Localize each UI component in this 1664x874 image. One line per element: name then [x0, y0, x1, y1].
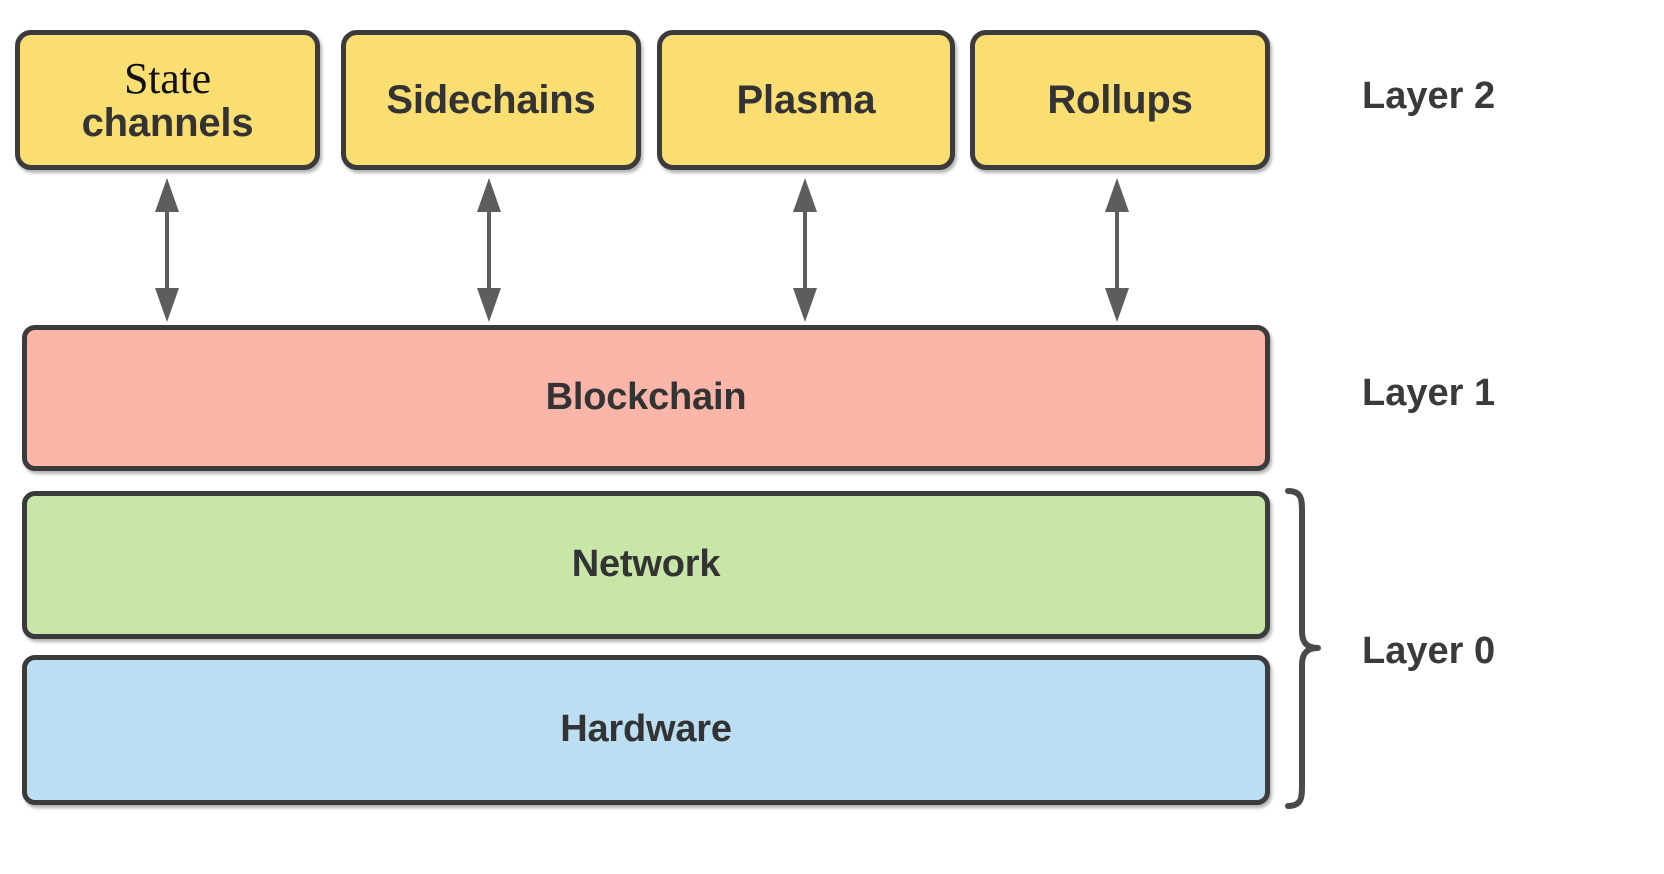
layer0-bar-label: Hardware [560, 708, 732, 751]
layer0-bar-hardware[interactable]: Hardware [22, 655, 1270, 805]
layer2-card-state-channels[interactable]: State channels [15, 30, 320, 170]
double-arrow-sidechains-to-blockchain [477, 178, 501, 322]
layer2-card-label: Plasma [736, 78, 876, 122]
layer0-caption: Layer 0 [1362, 630, 1496, 672]
layer0-bar-label: Network [571, 543, 721, 586]
layer2-card-sidechains[interactable]: Sidechains [341, 30, 641, 170]
layer2-card-plasma[interactable]: Plasma [657, 30, 955, 170]
layer2-card-rollups[interactable]: Rollups [970, 30, 1270, 170]
layer1-bar-label: Blockchain [545, 376, 747, 419]
layer2-card-label: Sidechains [386, 78, 596, 122]
layer2-card-label-line2: channels [81, 101, 254, 146]
layer2-card-label: Rollups [1047, 78, 1193, 122]
layer1-caption: Layer 1 [1362, 372, 1496, 414]
layer0-bar-network[interactable]: Network [22, 491, 1270, 639]
layer2-caption: Layer 2 [1362, 75, 1496, 117]
layer2-card-label-line1: State [124, 53, 211, 103]
double-arrow-rollups-to-blockchain [1105, 178, 1129, 322]
layer2-card-label: State channels [81, 53, 254, 146]
double-arrow-plasma-to-blockchain [793, 178, 817, 322]
layer1-bar-blockchain[interactable]: Blockchain [22, 325, 1270, 471]
double-arrow-state-channels-to-blockchain [155, 178, 179, 322]
layer0-curly-brace-icon [1285, 488, 1321, 809]
